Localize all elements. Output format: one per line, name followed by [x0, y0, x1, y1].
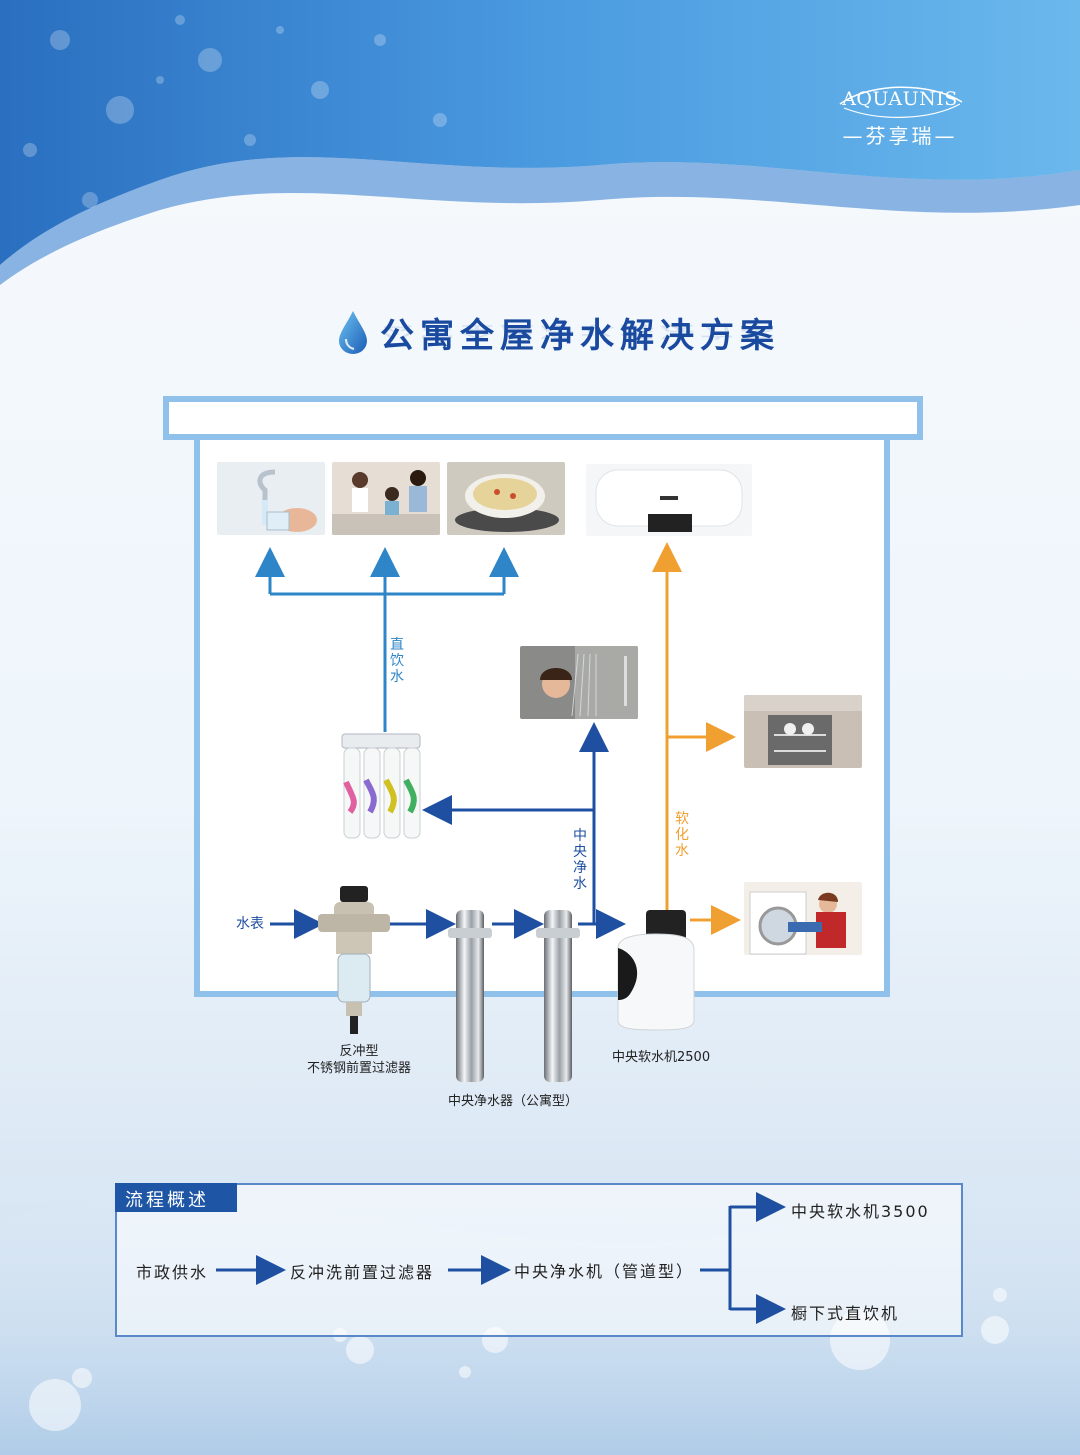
- water-heater-photo: [586, 464, 752, 536]
- brand-logo: AQUAUNIS —芬享瑞—: [830, 78, 970, 158]
- dishwasher-photo: [744, 695, 862, 768]
- direct-drink-label: 直饮水: [390, 637, 404, 685]
- flow-branch-softener: 中央软水机3500: [791, 1202, 930, 1221]
- prefilter-label: 反冲型 不锈钢前置过滤器: [305, 1044, 413, 1078]
- undersink-filter-device: [341, 733, 421, 839]
- logo-english: AQUAUNIS: [842, 88, 958, 110]
- prefilter-label-line1: 反冲型: [339, 1044, 379, 1059]
- house-roof: [163, 396, 923, 440]
- water-drop-icon: [339, 311, 367, 354]
- prefilter-device: [318, 886, 390, 1034]
- water-meter-label: 水表: [236, 916, 264, 932]
- faucet-photo: [217, 462, 325, 535]
- softener-label: 中央软水机2500: [612, 1050, 711, 1065]
- softener-device: [617, 910, 695, 1031]
- central-purifier-2-device: [536, 910, 580, 1082]
- softened-water-label: 软化水: [675, 811, 689, 859]
- central-purifier-1-device: [448, 910, 492, 1082]
- logo-chinese: —芬享瑞—: [842, 124, 958, 148]
- logo-swoosh-icon: [839, 86, 963, 118]
- top-wave-banner: [0, 0, 1080, 285]
- flow-step-central-purifier: 中央净水机（管道型）: [514, 1262, 695, 1281]
- flow-branch-undersink: 橱下式直饮机: [791, 1304, 900, 1323]
- central-purified-label: 中央净水: [573, 828, 587, 892]
- washing-machine-photo: [744, 882, 862, 955]
- soup-cooking-photo: [447, 462, 565, 535]
- shower-photo: [520, 646, 638, 719]
- prefilter-label-line2: 不锈钢前置过滤器: [306, 1060, 411, 1076]
- page-title: 公寓全屋净水解决方案: [380, 315, 780, 356]
- central-purifier-label: 中央净水器（公寓型）: [448, 1094, 579, 1109]
- flow-summary-heading: 流程概述: [115, 1183, 237, 1212]
- flow-step-prefilter: 反冲洗前置过滤器: [290, 1263, 435, 1282]
- kitchen-family-photo: [332, 462, 440, 535]
- flow-step-municipal: 市政供水: [136, 1263, 209, 1282]
- page-title-group: 公寓全屋净水解决方案: [336, 302, 780, 362]
